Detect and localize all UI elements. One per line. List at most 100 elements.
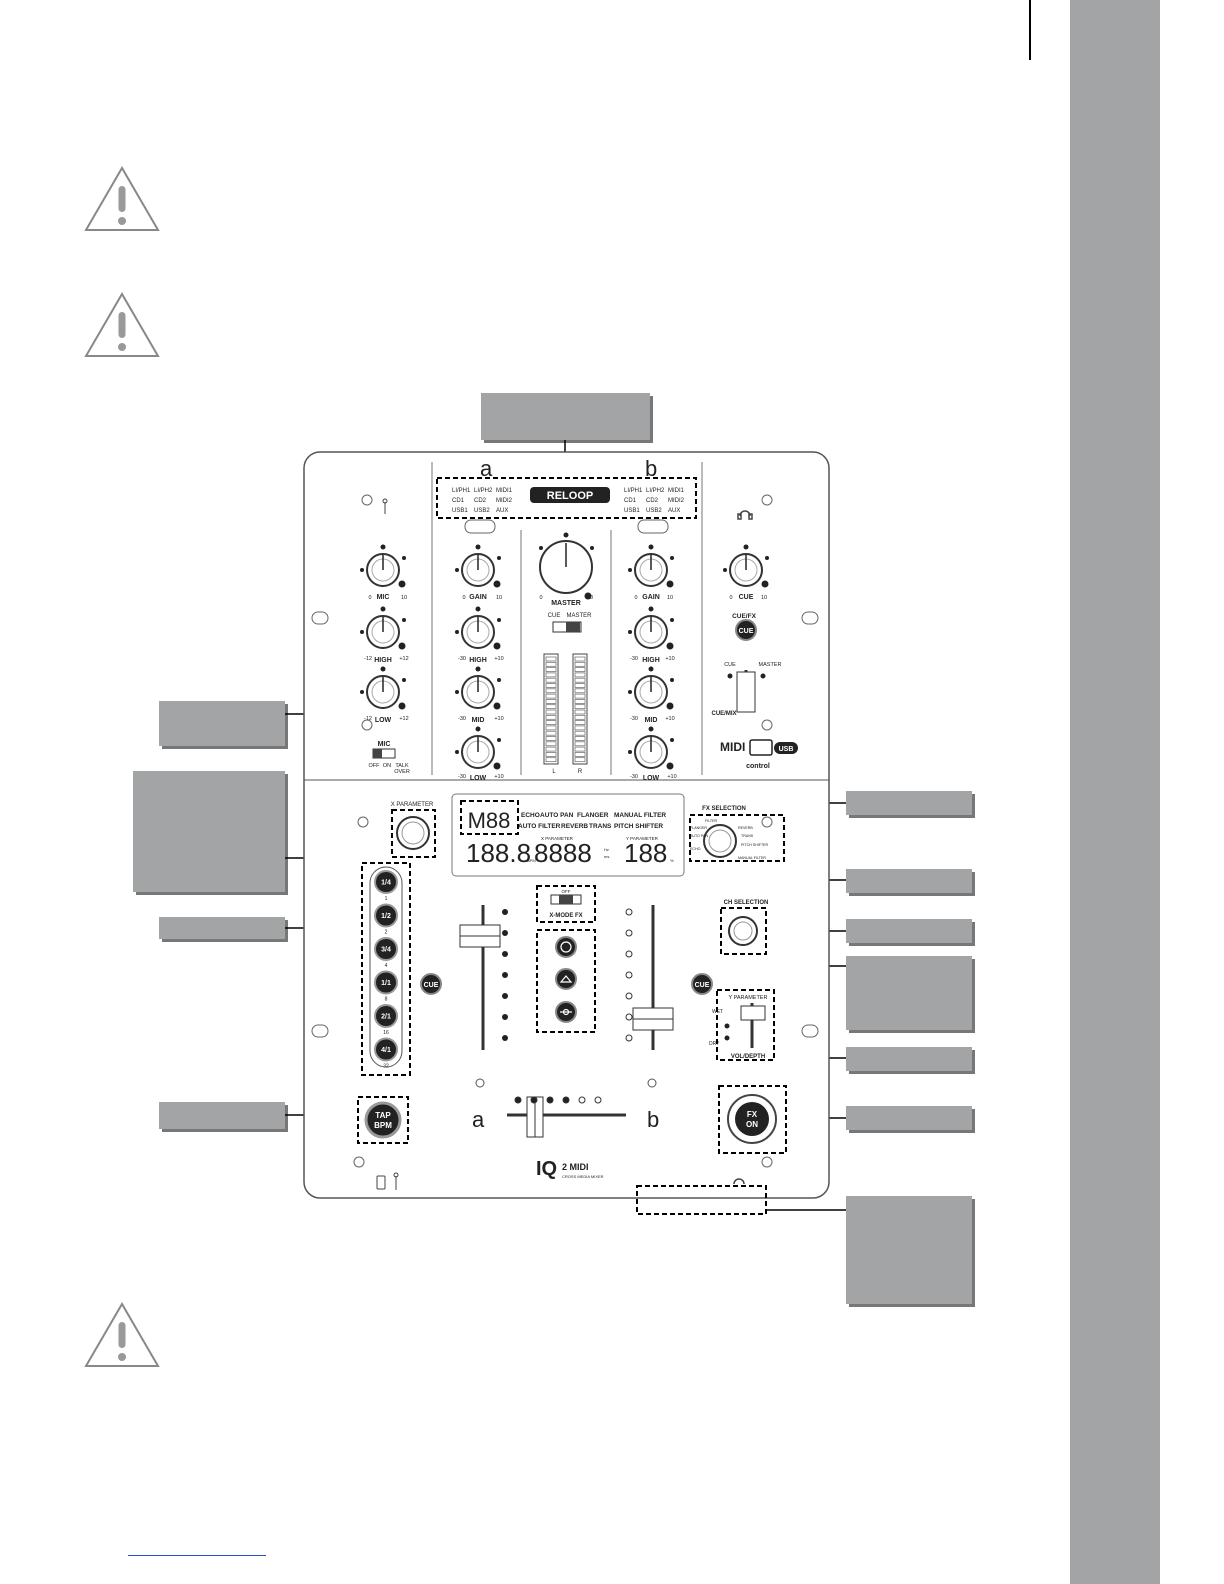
brand-logo <box>530 487 610 503</box>
fader-led <box>502 930 508 936</box>
headphone-jack-icon <box>733 1178 745 1185</box>
x-parameter-label: X PARAMETER <box>391 802 434 808</box>
cuefx-button[interactable] <box>735 619 757 641</box>
callout-rear-panel <box>846 1196 972 1304</box>
cuefx-label: CUE/FX <box>732 613 757 620</box>
input-list-b: LI/PH1 LI/PH2 MIDI1 CD1 CD2 MIDI2 USB1 U… <box>624 488 685 514</box>
rotary-knobs[interactable] <box>360 532 769 770</box>
y-parameter-label: Y PARAMETER <box>729 995 768 1001</box>
fader-led <box>502 951 508 957</box>
callout-fx-selection <box>846 791 972 815</box>
svg-text:-12: -12 <box>364 716 372 722</box>
tap-bpm-button[interactable] <box>364 1101 402 1139</box>
svg-text:+10: +10 <box>494 656 503 662</box>
svg-text:CD1: CD1 <box>624 498 637 504</box>
eq-knob[interactable] <box>360 666 406 710</box>
beat-number: 8 <box>385 997 388 1003</box>
svg-text:LI/PH1: LI/PH1 <box>452 488 471 494</box>
beat-number: 32 <box>383 1064 389 1070</box>
svg-text:CUE: CUE <box>739 594 754 601</box>
svg-text:CD2: CD2 <box>474 498 487 504</box>
svg-text:USB1: USB1 <box>624 508 640 514</box>
eq-knob[interactable] <box>628 726 674 770</box>
lcd-bpm: 188.8 <box>466 838 531 868</box>
svg-text:+10: +10 <box>665 656 674 662</box>
fx-on-button[interactable] <box>735 1102 769 1136</box>
fader-leds <box>502 908 633 1042</box>
fader-led <box>502 993 508 999</box>
cue-button-b-label: CUE <box>695 982 710 989</box>
crossfader-a-letter: a <box>472 1107 485 1132</box>
master-knob[interactable] <box>539 532 594 600</box>
y-parameter-slider[interactable] <box>740 1003 766 1048</box>
fader-led <box>502 1035 508 1041</box>
channel-fader-b[interactable] <box>632 905 674 1050</box>
mic-switch[interactable]: MIC OFF ON TALK OVER <box>369 741 410 775</box>
eq-knob[interactable] <box>455 544 501 588</box>
svg-text:10: 10 <box>496 595 502 601</box>
meter-label-left: L <box>552 769 556 775</box>
crossfader-led <box>578 1096 586 1104</box>
cue-master-switch[interactable]: CUE MASTER <box>548 613 592 633</box>
lcd-y-param: 188 <box>624 838 667 868</box>
svg-text:+10: +10 <box>667 774 676 780</box>
loop-icon <box>560 941 572 953</box>
crossfader-led <box>514 1096 522 1104</box>
cue-button-b[interactable] <box>691 973 713 995</box>
beat-number: 2 <box>385 930 388 936</box>
svg-text:10: 10 <box>587 595 593 601</box>
fader-led <box>625 992 633 1000</box>
crossfader-leds <box>514 1096 602 1104</box>
eq-knob[interactable] <box>455 666 501 710</box>
svg-text:TRANS: TRANS <box>589 823 612 830</box>
ch-selection-highlight <box>720 907 767 955</box>
channel-fader-a[interactable] <box>459 905 501 1050</box>
x-mode-off-label: OFF <box>562 889 571 894</box>
eq-knob[interactable] <box>628 544 674 588</box>
svg-text:MIDI1: MIDI1 <box>668 488 685 494</box>
svg-text:MANUAL FILTER: MANUAL FILTER <box>738 856 766 860</box>
cuefx-button-label: CUE <box>739 628 754 635</box>
fx-selection-options: FILTER FLANGER AUTO PAN ECHO REVERB TRAN… <box>690 819 769 860</box>
selector-knob-b[interactable] <box>637 519 669 534</box>
eq-knob[interactable] <box>455 726 501 770</box>
svg-text:10: 10 <box>401 595 407 601</box>
beat-button[interactable] <box>374 870 398 894</box>
lcd-x-param-label: X PARAMETER <box>541 836 574 841</box>
screw-icons <box>353 494 773 1168</box>
eq-knob[interactable] <box>360 606 406 650</box>
beat-button[interactable] <box>374 937 398 961</box>
cue-button-a[interactable] <box>420 973 442 995</box>
svg-text:control: control <box>746 763 770 770</box>
midi-usb-logo: MIDI USB control <box>720 739 798 770</box>
beat-button[interactable] <box>374 1004 398 1028</box>
eq-knob[interactable] <box>360 544 406 588</box>
svg-text:LI/PH1: LI/PH1 <box>624 488 643 494</box>
fx-selection-highlight <box>689 814 785 862</box>
beat-button[interactable] <box>374 970 398 995</box>
svg-text:REVERB: REVERB <box>561 823 588 830</box>
svg-text:AUTO PAN: AUTO PAN <box>690 834 708 838</box>
svg-text:0: 0 <box>729 595 732 601</box>
svg-text:OFF: OFF <box>369 763 381 769</box>
cuemix-slider[interactable]: CUE MASTER CUE/MIX <box>711 662 781 717</box>
beat-button[interactable] <box>374 903 398 928</box>
y-parameter-highlight <box>716 989 775 1061</box>
crossfader[interactable] <box>475 1078 657 1138</box>
fx-selection-label: FX SELECTION <box>702 806 746 812</box>
svg-text:MIDI2: MIDI2 <box>496 498 513 504</box>
eq-knob[interactable] <box>628 666 674 710</box>
beat-button[interactable] <box>374 1037 398 1062</box>
lcd-display <box>451 793 685 877</box>
fx-on-label-fx: FX <box>747 1110 758 1119</box>
rack-holes <box>311 611 819 1038</box>
svg-text:FLANGER: FLANGER <box>690 826 707 830</box>
eq-knob[interactable] <box>723 544 769 588</box>
callout-fx-buttons <box>846 956 972 1030</box>
eq-knob[interactable] <box>455 606 501 650</box>
meter-label-right: R <box>578 769 583 775</box>
selector-knob-a[interactable] <box>464 519 496 534</box>
ch-selection-knob[interactable] <box>728 916 758 946</box>
svg-text:+10: +10 <box>494 716 503 722</box>
eq-knob[interactable] <box>628 606 674 650</box>
